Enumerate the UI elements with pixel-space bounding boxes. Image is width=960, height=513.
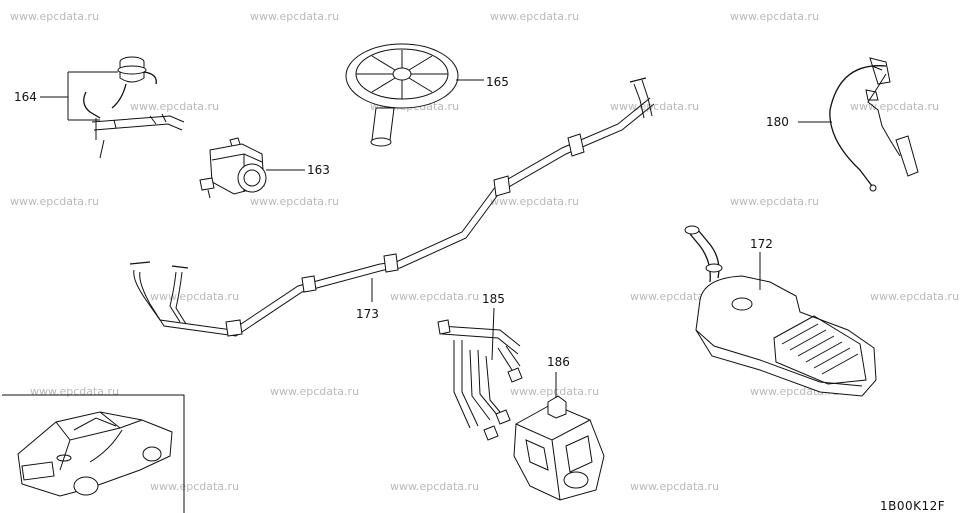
part-label-172[interactable]: 172	[750, 237, 773, 251]
watermark: www.epcdata.ru	[30, 385, 119, 398]
watermark: www.epcdata.ru	[250, 10, 339, 23]
watermark: www.epcdata.ru	[130, 100, 219, 113]
watermark: www.epcdata.ru	[270, 385, 359, 398]
part-180-drawing[interactable]	[798, 57, 919, 192]
part-164-drawing[interactable]	[40, 56, 185, 159]
vehicle-inset	[2, 394, 185, 513]
part-label-173[interactable]: 173	[356, 307, 379, 321]
watermark: www.epcdata.ru	[390, 480, 479, 493]
part-label-180[interactable]: 180	[766, 115, 789, 129]
part-label-164[interactable]: 164	[14, 90, 37, 104]
watermark: www.epcdata.ru	[10, 10, 99, 23]
part-165-drawing[interactable]	[345, 43, 459, 147]
watermark: www.epcdata.ru	[150, 480, 239, 493]
diagram-code: 1B00K12F	[880, 499, 945, 513]
part-label-165[interactable]: 165	[486, 75, 509, 89]
watermark: www.epcdata.ru	[870, 290, 959, 303]
watermark: www.epcdata.ru	[150, 290, 239, 303]
part-163-drawing[interactable]	[199, 137, 267, 199]
watermark: www.epcdata.ru	[850, 100, 939, 113]
watermark: www.epcdata.ru	[730, 195, 819, 208]
part-185-drawing[interactable]	[437, 307, 523, 441]
watermark: www.epcdata.ru	[390, 290, 479, 303]
part-label-163[interactable]: 163	[307, 163, 330, 177]
watermark: www.epcdata.ru	[10, 195, 99, 208]
watermark: www.epcdata.ru	[630, 480, 719, 493]
part-label-185[interactable]: 185	[482, 292, 505, 306]
watermark: www.epcdata.ru	[630, 290, 719, 303]
watermark: www.epcdata.ru	[510, 385, 599, 398]
part-172-drawing[interactable]	[684, 225, 877, 397]
part-186-drawing[interactable]	[513, 372, 605, 501]
watermark: www.epcdata.ru	[610, 100, 699, 113]
watermark: www.epcdata.ru	[250, 195, 339, 208]
part-173-drawing[interactable]	[129, 77, 655, 337]
watermark: www.epcdata.ru	[490, 195, 579, 208]
watermark: www.epcdata.ru	[490, 10, 579, 23]
watermark: www.epcdata.ru	[730, 10, 819, 23]
part-label-186[interactable]: 186	[547, 355, 570, 369]
watermark-layer: www.epcdata.ru www.epcdata.ru www.epcdat…	[10, 10, 959, 493]
